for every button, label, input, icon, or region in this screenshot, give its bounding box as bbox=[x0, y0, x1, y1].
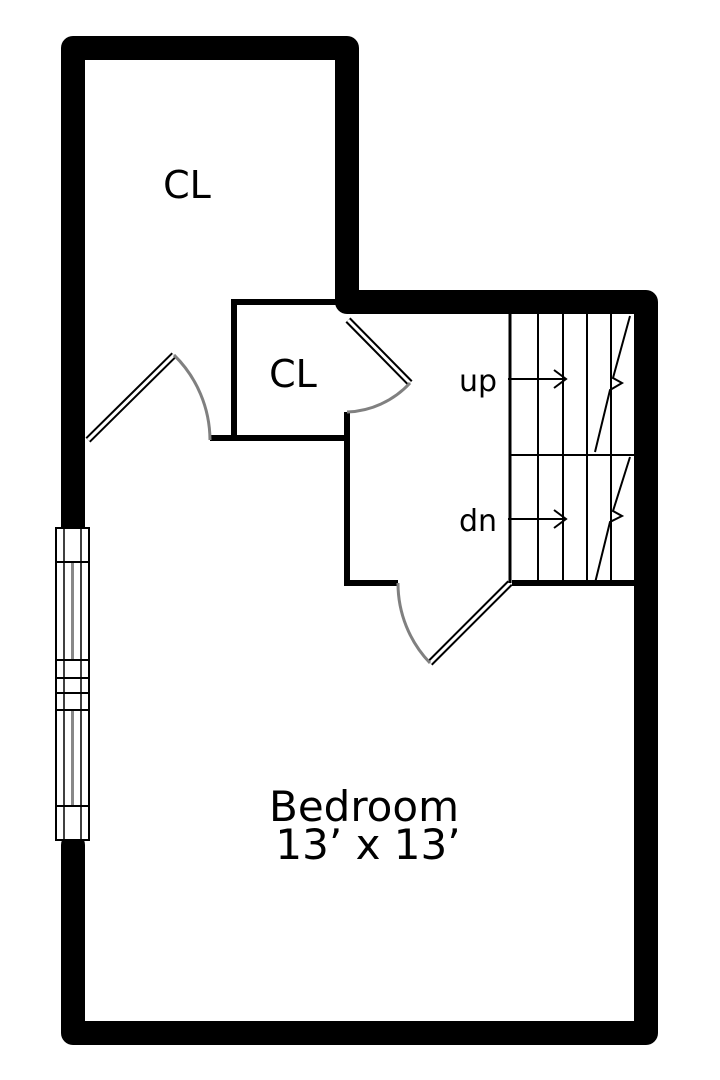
room-label-closet-large: CL bbox=[163, 163, 211, 207]
arrow-down-icon bbox=[508, 509, 568, 529]
exterior-walls bbox=[61, 36, 658, 1045]
door-large-closet bbox=[85, 352, 212, 443]
window bbox=[55, 527, 90, 841]
stair-break-upper bbox=[594, 315, 631, 453]
stair-label-up: up bbox=[459, 364, 497, 399]
stair-break-lower bbox=[594, 456, 631, 584]
room-label-closet-small: CL bbox=[269, 352, 317, 396]
stairs bbox=[508, 314, 634, 584]
arrow-up-icon bbox=[508, 369, 568, 389]
small-closet-wall bbox=[231, 299, 347, 441]
exterior-wall-left-upper bbox=[61, 36, 658, 1045]
room-dimensions-bedroom: 13’ x 13’ bbox=[275, 820, 460, 869]
interior-walls bbox=[210, 299, 634, 586]
door-small-closet bbox=[345, 317, 413, 414]
door-stairway bbox=[396, 580, 513, 666]
stair-label-down: dn bbox=[459, 504, 497, 539]
hall-wall bbox=[344, 412, 398, 586]
room-label-bedroom: Bedroom bbox=[269, 782, 459, 831]
